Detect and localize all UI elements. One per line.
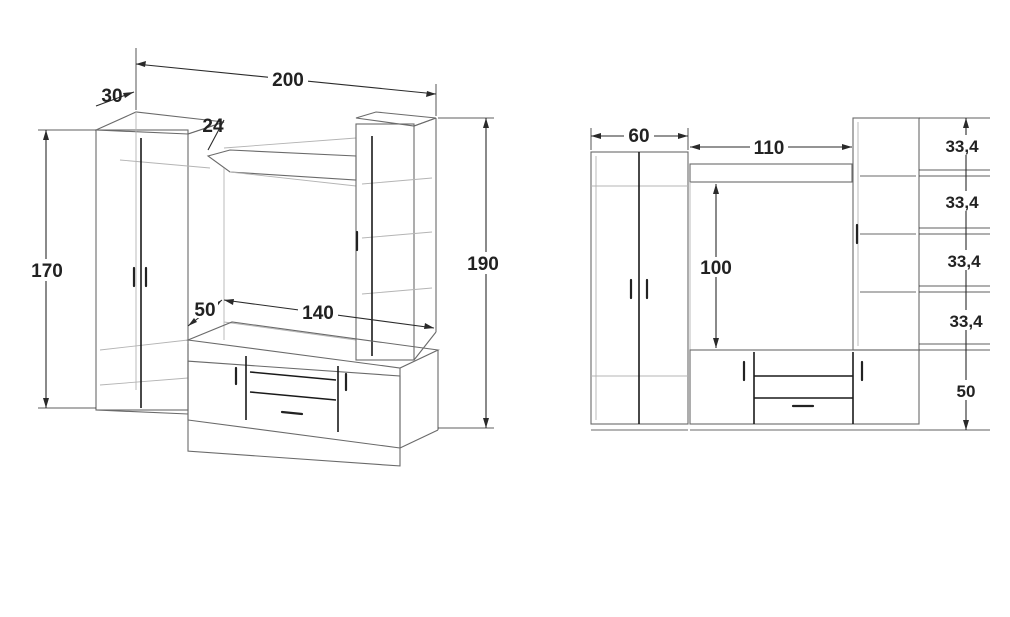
dim-label-shelf-4: 33,4 — [949, 312, 983, 331]
perspective-dim-24: 24 — [202, 116, 225, 151]
perspective-dim-140: 140 — [223, 299, 435, 329]
perspective-dim-190: 190 — [438, 117, 503, 429]
front-view: 60 110 100 — [590, 117, 990, 431]
perspective-dim-50: 50 — [187, 298, 223, 327]
front-base-cabinet — [689, 349, 920, 431]
front-dim-shelves: 33,4 33,4 33,4 33,4 50 — [919, 117, 990, 431]
dim-label-width-tv-opening: 110 — [754, 138, 785, 159]
dim-label-width-total: 200 — [272, 70, 304, 91]
dim-label-shelf-1: 33,4 — [945, 137, 979, 156]
dim-label-depth-wardrobe: 30 — [101, 86, 122, 107]
perspective-wardrobe — [95, 111, 225, 415]
perspective-dim-200: 200 — [135, 48, 437, 116]
dim-label-shelf-2: 33,4 — [945, 193, 979, 212]
dim-label-depth-base: 50 — [194, 300, 215, 321]
front-dim-110: 110 — [690, 137, 852, 159]
front-wardrobe — [590, 151, 689, 431]
front-dim-60: 60 — [590, 125, 689, 150]
dim-label-height-wardrobe: 170 — [31, 261, 63, 282]
dim-label-depth-shelf: 24 — [202, 116, 224, 137]
front-tower — [852, 117, 920, 351]
dim-label-width-tv-area: 140 — [302, 303, 334, 324]
dim-label-width-wardrobe: 60 — [628, 126, 649, 147]
front-tv-frame — [689, 163, 853, 350]
dim-label-height-tv-opening: 100 — [700, 258, 732, 279]
perspective-base-cabinet — [185, 321, 440, 467]
perspective-dim-30: 30 — [95, 86, 135, 107]
dim-label-shelf-3: 33,4 — [947, 252, 981, 271]
perspective-view: 200 30 24 170 190 — [28, 48, 503, 467]
base-drawer-handle — [280, 410, 304, 416]
front-dim-100: 100 — [697, 184, 735, 348]
dim-label-height-base: 50 — [957, 382, 976, 401]
dim-label-height-tower: 190 — [467, 254, 499, 275]
perspective-dim-170: 170 — [28, 129, 96, 409]
